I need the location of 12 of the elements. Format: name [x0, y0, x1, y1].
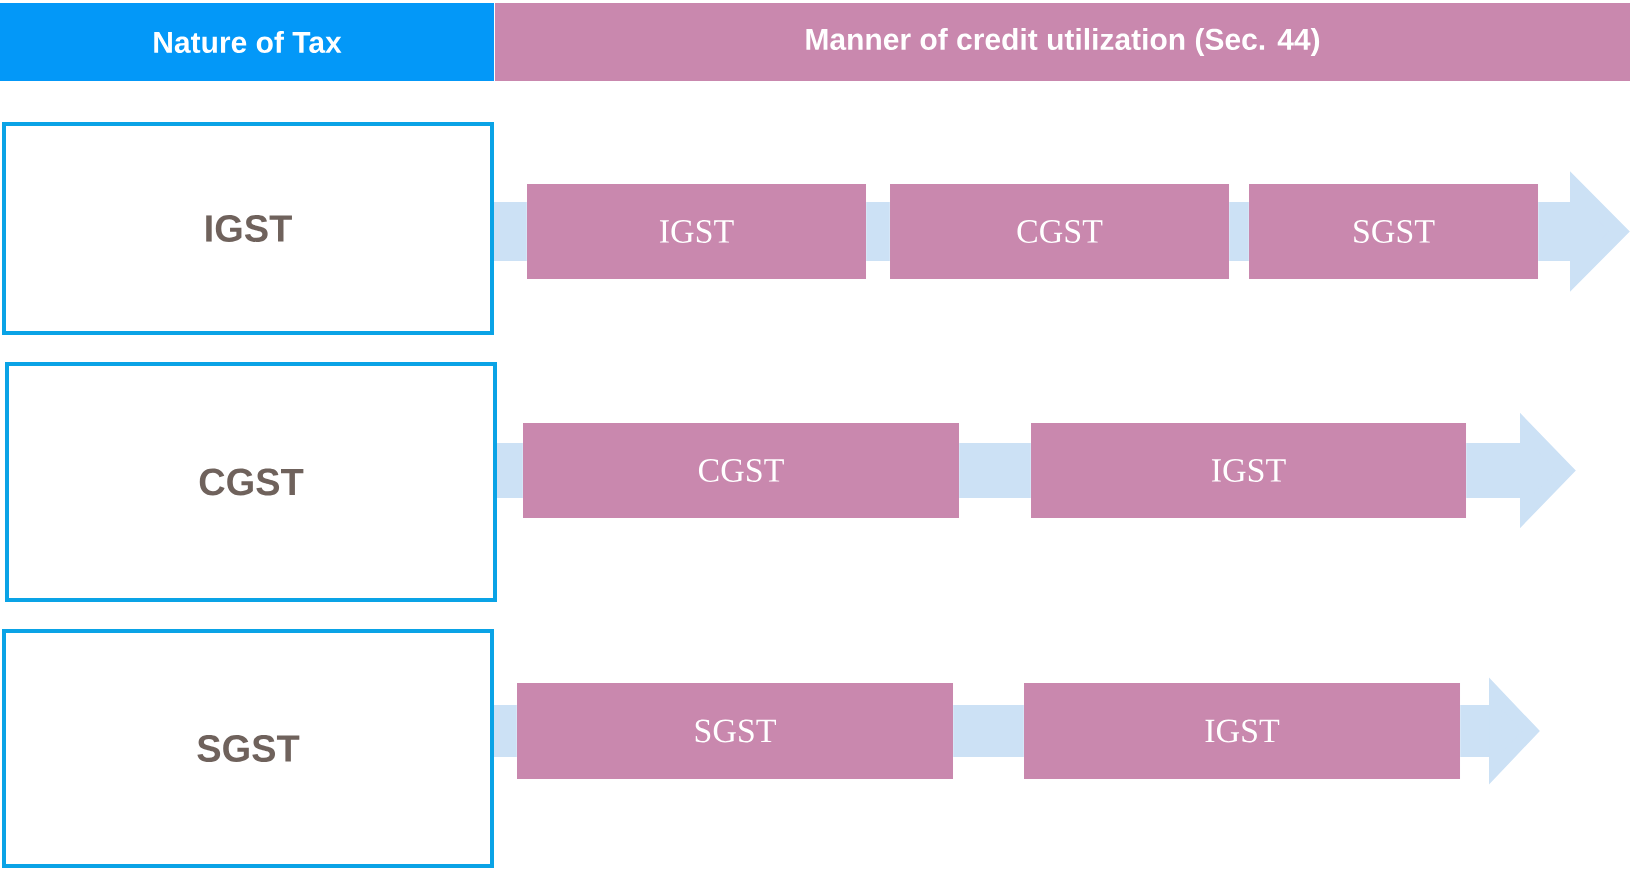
- tax-box: IGST: [2, 122, 494, 335]
- tax-box: CGST: [5, 362, 497, 602]
- tax-box: SGST: [2, 629, 494, 868]
- header-band: Manner of credit utilization (Sec. 44): [495, 3, 1630, 81]
- credit-box: SGST: [1249, 184, 1538, 279]
- credit-box: IGST: [527, 184, 866, 279]
- credit-box: SGST: [517, 683, 953, 779]
- credit-box: CGST: [523, 423, 959, 518]
- credit-box: IGST: [1024, 683, 1460, 779]
- credit-box: IGST: [1031, 423, 1466, 518]
- header-band: Nature of Tax: [0, 3, 494, 81]
- credit-box: CGST: [890, 184, 1229, 279]
